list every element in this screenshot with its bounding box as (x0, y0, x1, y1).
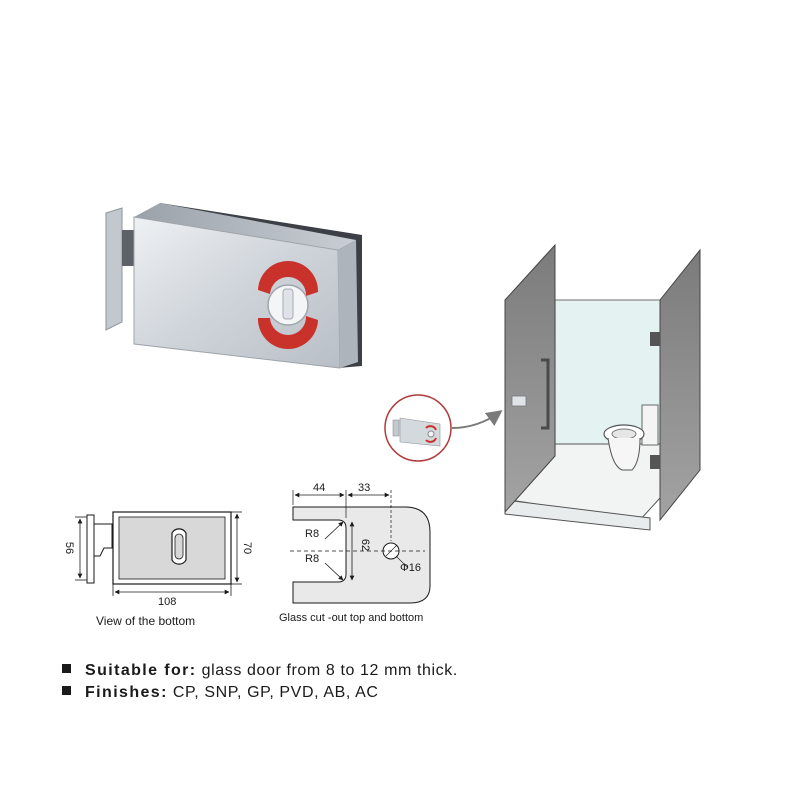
spec-label: Finishes: (85, 684, 168, 701)
lock-product-image (105, 203, 362, 369)
bullet-square-icon (62, 686, 71, 696)
dim-phi16-label: Φ16 (400, 562, 421, 574)
dim-44-label: 44 (313, 482, 325, 494)
caption-bottom-view: View of the bottom (96, 614, 196, 628)
caption-glass-cutout: Glass cut -out top and bottom (279, 612, 424, 624)
bullet-square-icon (62, 664, 71, 674)
indicator-bottom-red (257, 316, 318, 350)
spec-finishes: Finishes: CP, SNP, GP, PVD, AB, AC (62, 684, 379, 702)
pointer-arrow (451, 410, 503, 429)
hinge-top (650, 332, 660, 346)
spec-suitable-for: Suitable for: glass door from 8 to 12 mm… (62, 662, 458, 680)
dim-70-label: 70 (241, 542, 253, 554)
bottom-view-drawing: 108 70 56 (63, 511, 253, 608)
dim-r8-top-label: R8 (305, 528, 319, 540)
shower-enclosure-illustration (504, 243, 701, 531)
hinge-bottom (650, 455, 660, 469)
spec-label: Suitable for: (85, 662, 197, 679)
indicator-top-red (258, 260, 319, 296)
glass-cutout-drawing: 44 33 R8 R8 62 Φ16 (290, 482, 431, 604)
dim-r8-bottom-label: R8 (305, 553, 319, 565)
magnified-lock-inset (384, 394, 503, 462)
door-handle (541, 358, 550, 430)
dim-108-label: 108 (158, 596, 176, 608)
dim-62-label: 62 (359, 539, 371, 551)
dim-33-label: 33 (358, 482, 370, 494)
spec-value: glass door from 8 to 12 mm thick. (196, 662, 458, 679)
toilet-icon (603, 404, 659, 471)
dim-56-label: 56 (63, 542, 75, 554)
spec-value: CP, SNP, GP, PVD, AB, AC (167, 684, 379, 701)
